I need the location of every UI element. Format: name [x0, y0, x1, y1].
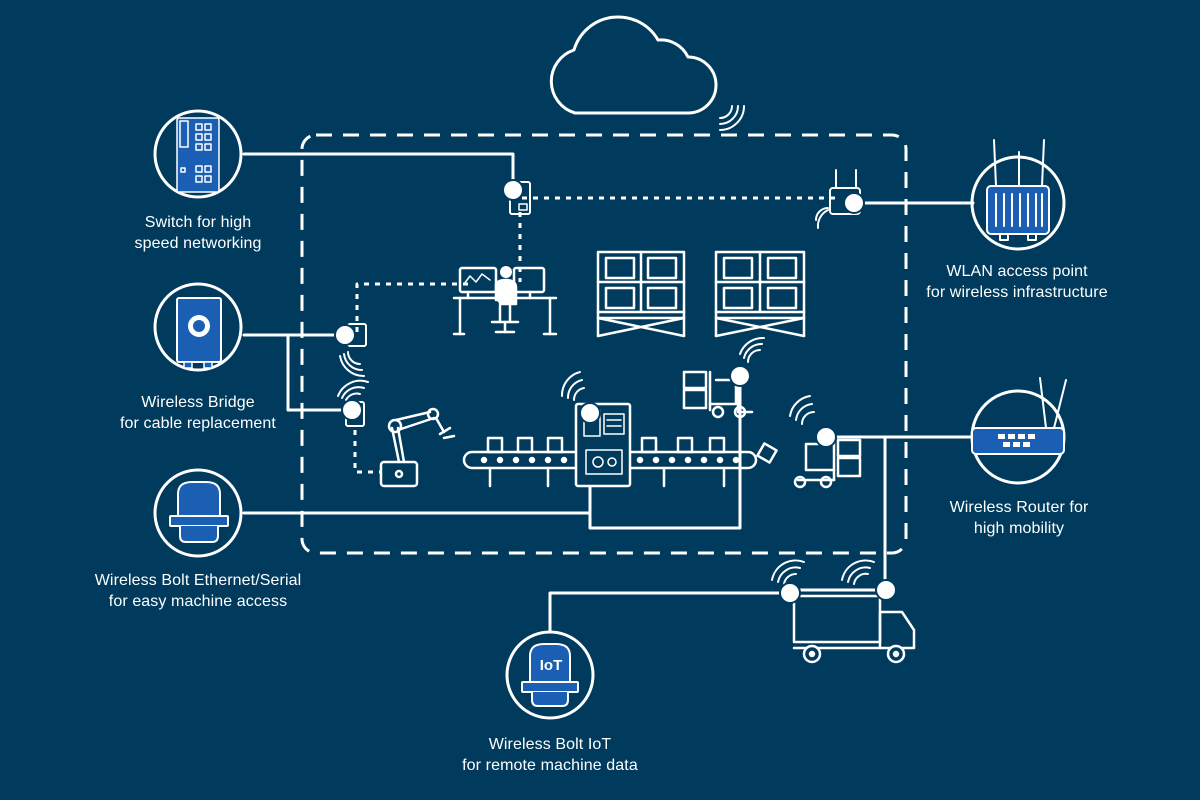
- switch-circle[interactable]: [153, 109, 243, 199]
- access-point-icon: [986, 139, 1050, 241]
- node-forklift-2: [815, 426, 837, 448]
- wireless-bridge-label-line2: for cable replacement: [120, 415, 276, 432]
- router-label-line1: Wireless Router for: [949, 499, 1089, 516]
- node-client-1: [334, 324, 356, 346]
- wifi-signal-icon: [337, 105, 875, 585]
- wlan-ap-label: WLAN access point for wireless infrastru…: [902, 261, 1132, 303]
- bolt-ethernet-label: Wireless Bolt Ethernet/Serial for easy m…: [66, 570, 330, 612]
- network-switch-icon: [176, 117, 220, 193]
- node-cabinet: [579, 402, 601, 424]
- router-label: Wireless Router for high mobility: [929, 497, 1109, 539]
- bolt-iot-label-line1: Wireless Bolt IoT: [488, 736, 612, 753]
- iot-badge-text: IoT: [540, 657, 563, 674]
- bolt-ethernet-icon: [169, 481, 229, 543]
- conveyor-icon: [462, 436, 778, 488]
- node-forklift-1: [729, 365, 751, 387]
- wireless-router-icon: [971, 377, 1067, 455]
- node-inner-ap: [843, 192, 865, 214]
- wlan-ap-label-line2: for wireless infrastructure: [926, 284, 1108, 301]
- node-inner-switch: [502, 179, 524, 201]
- bolt-iot-circle[interactable]: [505, 630, 595, 720]
- bolt-iot-icon: IoT: [521, 643, 579, 707]
- node-truck-1: [779, 582, 801, 604]
- internal-dashed-links: [353, 196, 840, 474]
- wireless-bridge-icon: [176, 297, 222, 369]
- connection-nodes: [334, 179, 897, 604]
- storage-rack-icon: [714, 250, 806, 338]
- bolt-ethernet-label-line1: Wireless Bolt Ethernet/Serial: [94, 572, 302, 589]
- storage-rack-icon: [596, 250, 686, 338]
- operator-workstation-icon: [452, 266, 558, 336]
- bolt-iot-label: Wireless Bolt IoT for remote machine dat…: [440, 734, 660, 776]
- forklift-icon: [682, 370, 754, 419]
- bolt-ethernet-label-line2: for easy machine access: [108, 593, 288, 610]
- factory-boundary: [300, 133, 908, 555]
- node-client-2: [341, 399, 363, 421]
- bolt-iot-label-line2: for remote machine data: [462, 757, 638, 774]
- wireless-bridge-circle[interactable]: [153, 282, 243, 372]
- machine-cabinet-icon: [574, 402, 632, 488]
- switch-label: Switch for high speed networking: [118, 212, 278, 254]
- switch-label-line2: speed networking: [134, 235, 262, 252]
- router-label-line2: high mobility: [973, 520, 1065, 537]
- wlan-ap-label-line1: WLAN access point: [946, 263, 1088, 280]
- cloud-icon: [549, 15, 718, 115]
- truck-icon: [792, 594, 916, 664]
- wireless-bridge-label-line1: Wireless Bridge: [141, 394, 255, 411]
- node-truck-2: [875, 579, 897, 601]
- bolt-ethernet-circle[interactable]: [153, 468, 243, 558]
- wireless-bridge-label: Wireless Bridge for cable replacement: [98, 392, 298, 434]
- robot-arm-icon: [379, 407, 456, 488]
- switch-label-line1: Switch for high: [144, 214, 252, 231]
